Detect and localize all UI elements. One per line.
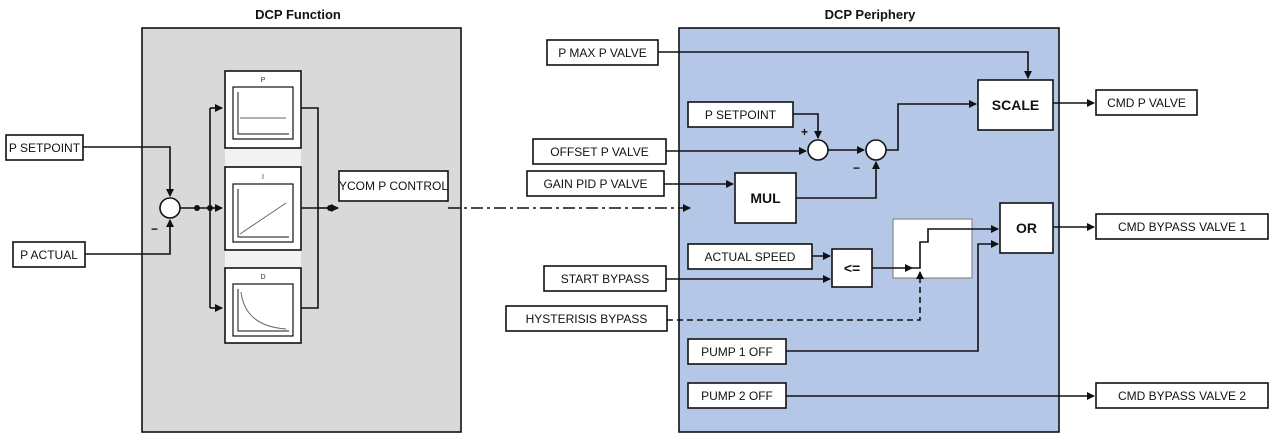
i-graph-frame <box>232 183 294 243</box>
p-setpoint-input-label: P SETPOINT <box>9 141 81 155</box>
pump-1-off-label: PUMP 1 OFF <box>701 345 773 359</box>
p-graph-frame <box>232 86 294 140</box>
wire-p-out <box>301 107 319 208</box>
dcp-function-title: DCP Function <box>255 7 341 22</box>
scale-block-label: SCALE <box>992 97 1039 113</box>
i-graph-axes <box>237 189 289 238</box>
hysterisis-bypass-label: HYSTERISIS BYPASS <box>526 312 648 326</box>
minus-sign-periphery: − <box>853 161 860 175</box>
wire-pump1-to-or <box>786 240 999 352</box>
wire-mul-to-sum <box>796 161 880 199</box>
offset-p-valve-label: OFFSET P VALVE <box>550 145 648 159</box>
mul-block-label: MUL <box>750 190 781 206</box>
wire-hysterisis-dashed <box>667 271 924 321</box>
wire-setpoint-to-sum <box>793 113 822 139</box>
pump-2-off-box <box>687 382 787 409</box>
wire-setpoint-to-sum <box>83 146 174 197</box>
cmd-bypass-valve-1-label: CMD BYPASS VALVE 1 <box>1118 220 1246 234</box>
wire-d-out <box>301 208 319 309</box>
offset-sum-junction <box>807 139 829 161</box>
hysterisis-bypass-box <box>505 305 668 332</box>
scale-block <box>977 79 1054 131</box>
separator <box>225 250 301 268</box>
actual-speed-label: ACTUAL SPEED <box>705 250 796 264</box>
wire-pmax-to-scale <box>658 51 1032 79</box>
wire-sum-to-scale <box>886 100 977 151</box>
or-block <box>999 202 1054 254</box>
periphery-p-setpoint-label: P SETPOINT <box>705 108 777 122</box>
offset-p-valve-box <box>532 138 667 165</box>
pump-2-off-label: PUMP 2 OFF <box>701 389 773 403</box>
p-max-p-valve-label: P MAX P VALVE <box>558 46 647 60</box>
pid-sum-junction <box>865 139 887 161</box>
plus-sign: + <box>801 125 808 139</box>
le-block-label: <= <box>844 260 860 276</box>
ycom-p-control-label: YCOM P CONTROL <box>339 179 448 193</box>
p-graph-axes <box>237 92 289 135</box>
wire-hyst-to-or <box>912 225 999 269</box>
or-block-label: OR <box>1016 220 1037 236</box>
p-setpoint-input-box <box>5 134 84 161</box>
mul-block <box>734 172 797 224</box>
gain-pid-p-valve-label: GAIN PID P VALVE <box>543 177 647 191</box>
d-response-curve <box>240 291 287 330</box>
i-response-curve <box>239 202 287 235</box>
d-block-label: D <box>260 274 265 281</box>
cmd-bypass-valve-2-label: CMD BYPASS VALVE 2 <box>1118 389 1246 403</box>
p-actual-input-label: P ACTUAL <box>20 248 78 262</box>
gain-pid-p-valve-box <box>526 170 665 197</box>
ycom-p-control-box <box>338 170 449 202</box>
d-graph-axes <box>237 289 289 332</box>
dcp-periphery-title: DCP Periphery <box>825 7 917 22</box>
p-block-label: P <box>261 77 266 84</box>
separator <box>225 148 301 166</box>
error-sum-junction <box>159 197 181 219</box>
cmd-p-valve-box <box>1095 89 1198 116</box>
start-bypass-label: START BYPASS <box>561 272 649 286</box>
minus-sign: − <box>151 222 158 236</box>
d-graph-frame <box>232 283 294 337</box>
hysteresis-block <box>892 218 973 279</box>
start-bypass-box <box>543 265 667 292</box>
cmd-p-valve-label: CMD P VALVE <box>1107 96 1186 110</box>
i-block-label: I <box>262 174 264 181</box>
wire-actual-to-sum <box>85 219 174 255</box>
cmd-bypass-valve-1-box <box>1095 213 1269 240</box>
p-max-p-valve-box <box>546 39 659 66</box>
cmd-bypass-valve-2-box <box>1095 382 1269 409</box>
junction-dot <box>194 205 200 211</box>
